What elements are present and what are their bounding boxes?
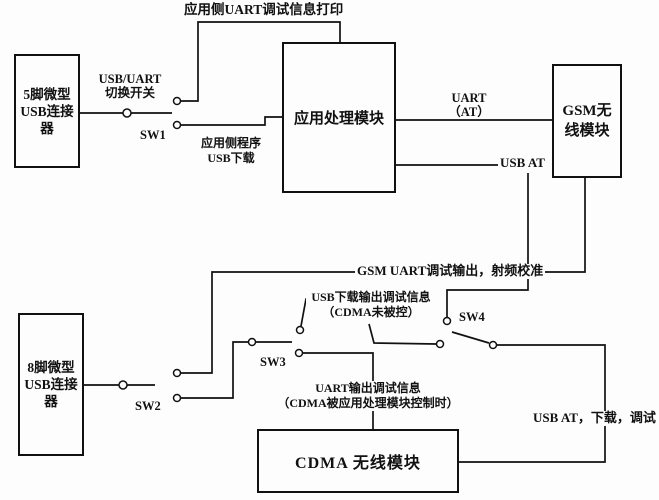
switch-label-sw3: SW3 — [260, 355, 286, 369]
switch-label-sw1: SW1 — [140, 128, 166, 142]
annotation-gsm-uart-debug-output-rf-cal: GSM UART调试输出，射频校准 — [355, 263, 546, 279]
sw1-lower-throw-contact — [172, 120, 182, 130]
wire-sw1-lower-throw-to-app-left — [181, 116, 282, 126]
wire-label-leader-to-sw4-left — [368, 323, 437, 345]
annotation-usb-at: USB AT — [498, 155, 547, 171]
sw4-top-contact — [442, 316, 452, 326]
sw2-upper-throw-contact — [172, 368, 182, 378]
wire-gsm-debug-to-sw2-upper-throw — [181, 174, 586, 374]
sw2-pole-contact — [118, 380, 128, 390]
wire-sw4-arm — [451, 331, 490, 344]
sw1-pole-contact — [122, 108, 132, 118]
sw4-left-contact — [435, 339, 445, 349]
block-app-processor-label: 应用处理模块 — [293, 111, 384, 127]
wire-sw4-right-to-cdma-right — [455, 344, 606, 463]
block-gsm-wireless-module: GSM无 线模块 — [552, 64, 622, 178]
annotation-app-side-program-usb-download: 应用侧程序 USB下载 — [200, 136, 261, 165]
sw4-right-contact — [488, 340, 498, 350]
sw3-pole-contact — [247, 337, 257, 347]
block-cdma-label: CDMA 无线模块 — [295, 455, 421, 472]
block-cdma-wireless-module: CDMA 无线模块 — [257, 429, 459, 493]
block-usb-connector-5pin-label: 5脚微型 USB连接 器 — [20, 86, 74, 136]
wire-usb-at-down-to-sw4-top — [446, 173, 529, 317]
sw3-top-throw-contact — [295, 325, 305, 335]
block-usb-connector-8pin-label: 8脚微型 USB连接 器 — [24, 360, 78, 409]
sw1-upper-throw-contact — [172, 96, 182, 106]
annotation-usb-uart-toggle-switch: USB/UART 切换开关 — [98, 72, 162, 100]
block-app-processor-module: 应用处理模块 — [282, 42, 396, 193]
block-usb-connector-8pin: 8脚微型 USB连接 器 — [18, 313, 84, 456]
wire-sw1-upper-throw-to-app-top — [181, 21, 341, 102]
annotation-app-side-uart-debug-print: 应用侧UART调试信息打印 — [184, 2, 344, 17]
annotation-usb-download-debug-output: USB下载输出调试信息 （CDMA未被控） — [306, 290, 436, 320]
block-gsm-label: GSM无 线模块 — [562, 103, 612, 139]
sw2-lower-throw-contact — [172, 393, 182, 403]
annotation-usb-at-download-debug: USB AT，下载，调试 — [531, 410, 658, 426]
switch-label-sw4: SW4 — [459, 310, 485, 324]
block-usb-connector-5pin: 5脚微型 USB连接 器 — [14, 54, 80, 168]
switch-label-sw2: SW2 — [135, 399, 161, 413]
annotation-uart-at: UART （AT） — [443, 91, 495, 119]
annotation-uart-debug-output-controlled: UART输出调试信息 （CDMA被应用处理模块控制时） — [272, 381, 464, 411]
sw3-lower-throw-contact — [294, 348, 304, 358]
wire-sw2-lower-throw-to-sw3-pole — [181, 341, 248, 399]
